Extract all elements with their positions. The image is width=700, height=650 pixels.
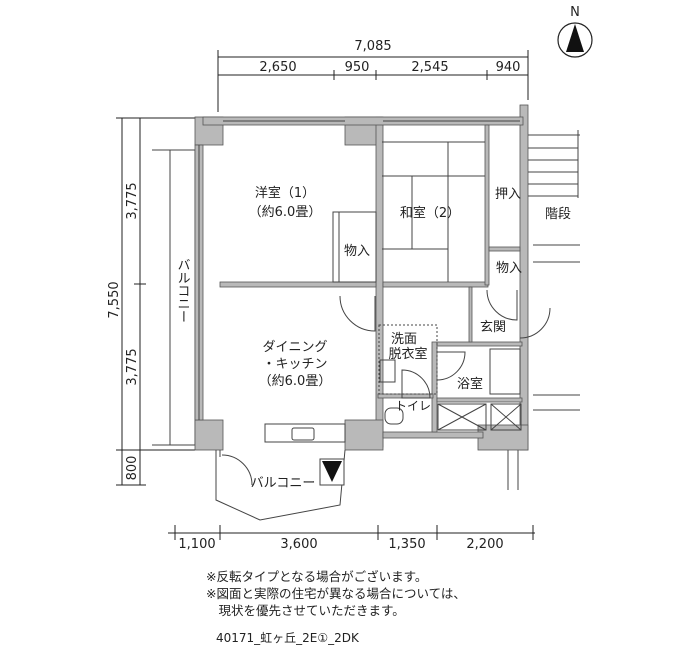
interior-details <box>215 141 551 521</box>
note-2: ※図面と実際の住宅が異なる場合については、 <box>206 586 466 601</box>
dim-bottom-1: 1,100 <box>178 537 215 552</box>
dim-top-4: 940 <box>496 60 521 75</box>
north-label: N <box>570 5 580 20</box>
storage-right-label: 物入 <box>496 261 522 276</box>
dim-top-3: 2,545 <box>411 60 448 75</box>
japanese-room-name: 和室（2） <box>400 205 460 221</box>
dim-bottom-4: 2,200 <box>466 537 503 552</box>
storage-left-label: 物入 <box>344 244 370 259</box>
closet-label: 押入 <box>495 187 521 202</box>
western-room-name: 洋室（1） <box>255 185 315 201</box>
dk-size: （約6.0畳） <box>259 374 332 389</box>
stairs <box>507 130 580 490</box>
note-3: 現状を優先させていただきます。 <box>206 603 405 618</box>
dim-top-total: 7,085 <box>354 39 391 54</box>
dk-label-2: ・キッチン <box>262 357 327 372</box>
toilet-label: トイレ <box>395 399 431 413</box>
note-1: ※反転タイプとなる場合がございます。 <box>206 569 428 584</box>
dim-bottom-3: 1,350 <box>388 537 425 552</box>
triangle-marker-icon <box>322 461 342 482</box>
dk-label-1: ダイニング <box>262 340 327 355</box>
washroom-label-2: 脱衣室 <box>388 346 427 362</box>
dim-left-1: 3,775 <box>125 182 140 219</box>
western-room-size: （約6.0畳） <box>249 205 322 220</box>
walls <box>194 104 529 451</box>
bathroom-label: 浴室 <box>457 376 483 392</box>
dim-left-3: 800 <box>125 456 140 481</box>
entrance-label: 玄関 <box>480 320 506 335</box>
side-balcony-label: バルコニー <box>175 258 191 323</box>
dim-top-2: 950 <box>345 60 370 75</box>
dim-left-total: 7,550 <box>107 281 122 318</box>
windows <box>198 120 520 420</box>
dim-top-1: 2,650 <box>259 60 296 75</box>
washroom-label-1: 洗面 <box>391 332 417 347</box>
bottom-balcony-label: バルコニー <box>251 476 316 491</box>
plan-code: 40171_虹ヶ丘_2E①_2DK <box>216 631 359 645</box>
north-arrow-icon: N <box>557 5 593 58</box>
dimension-lines <box>116 50 535 540</box>
dim-left-2: 3,775 <box>125 348 140 385</box>
stairs-label: 階段 <box>545 207 571 222</box>
dim-bottom-2: 3,600 <box>280 537 317 552</box>
